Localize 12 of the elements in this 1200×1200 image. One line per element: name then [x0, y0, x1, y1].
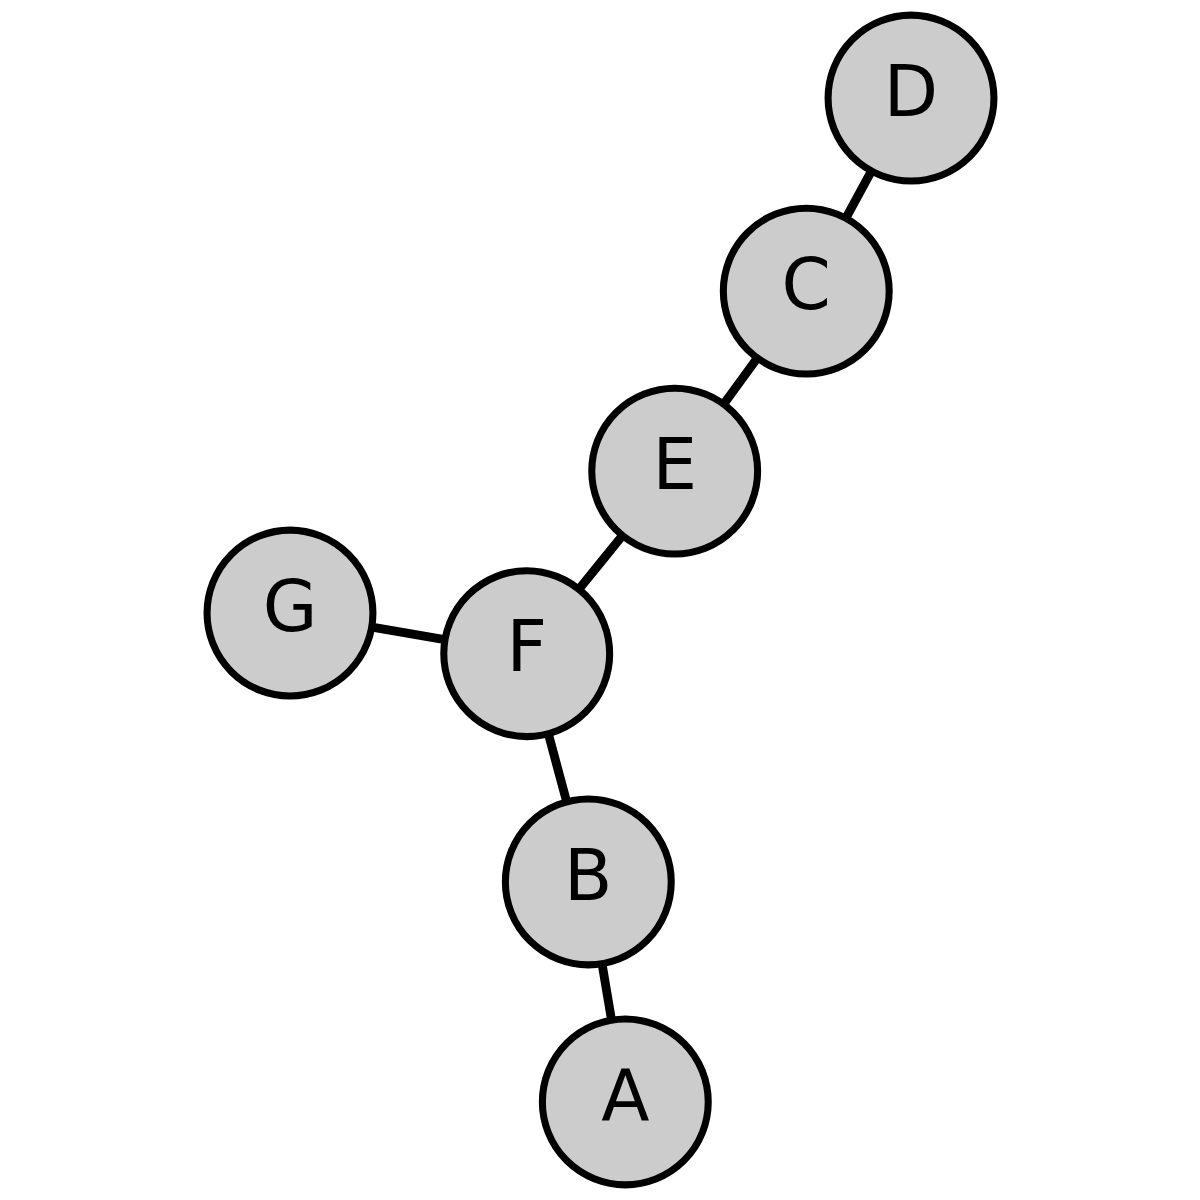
node-circle: E	[587, 384, 761, 558]
connector	[597, 963, 616, 1021]
connector	[543, 733, 571, 803]
node-circle: B	[501, 795, 675, 969]
node-circle: A	[538, 1015, 712, 1189]
connector	[575, 533, 626, 592]
node-circle: G	[203, 526, 376, 700]
node-circle: D	[824, 11, 997, 185]
node-circle: F	[439, 567, 613, 741]
connector	[719, 355, 761, 407]
node-circle: C	[719, 204, 893, 378]
connector	[841, 169, 875, 221]
